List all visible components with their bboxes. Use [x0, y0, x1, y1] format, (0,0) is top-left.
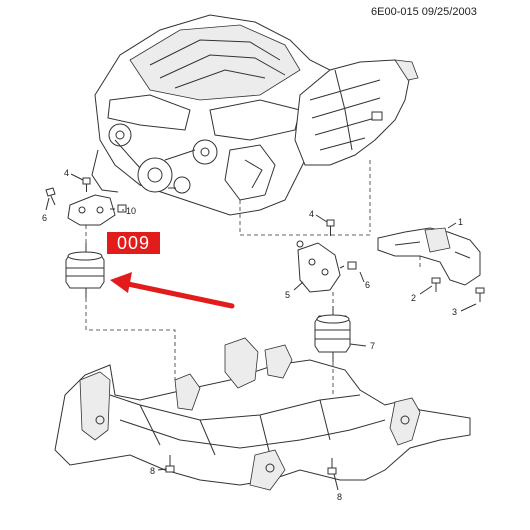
part-label-4: 4 — [64, 168, 69, 178]
part-label-8: 8 — [150, 466, 155, 476]
front-cradle-subframe — [54, 337, 471, 491]
part-label-6-right: 6 — [365, 280, 370, 290]
part-label-5: 5 — [285, 290, 290, 300]
part-label-7: 7 — [370, 341, 375, 351]
transmission-mount-bracket — [377, 227, 485, 302]
part-label-1: 1 — [458, 217, 463, 227]
part-label-2: 2 — [411, 293, 416, 303]
document-code: 6E00-015 09/25/2003 — [371, 6, 477, 18]
part-label-8-right: 8 — [337, 492, 342, 502]
part-label-4-right: 4 — [309, 209, 314, 219]
engine-mount-009 — [65, 243, 105, 298]
part-label-6: 6 — [42, 213, 47, 223]
engine-mount-right — [314, 306, 351, 362]
alignment-lines — [85, 160, 421, 395]
part-label-10: 10 — [126, 206, 136, 216]
part-labels: 4 6 10 4 1 5 6 2 3 7 8 8 — [42, 168, 477, 502]
callout-badge: 009 — [107, 232, 160, 254]
engine-assembly — [91, 14, 419, 216]
callout-arrow — [110, 272, 235, 309]
left-mount-bracket — [45, 177, 127, 226]
right-mount-bracket — [296, 219, 357, 293]
part-label-3: 3 — [452, 307, 457, 317]
